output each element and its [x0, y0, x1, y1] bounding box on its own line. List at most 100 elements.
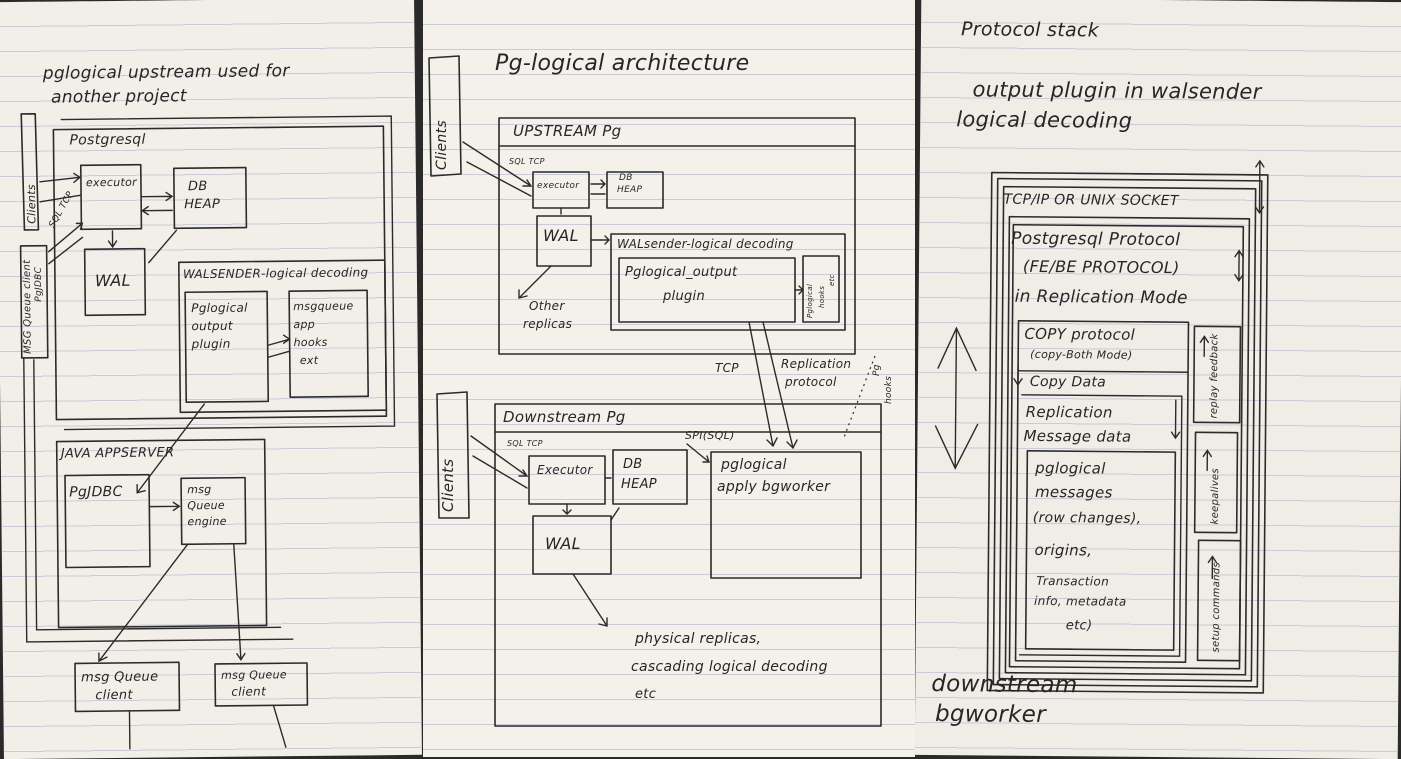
mq-client2-label-2: client: [231, 684, 267, 699]
db-heap-label-1: DB: [619, 173, 633, 183]
pglmsg-label-6: info, metadata: [1033, 593, 1127, 609]
db-heap-label-1: DB: [187, 179, 208, 195]
pglmsg-label-1: pglogical: [1035, 458, 1106, 478]
notebook-page-pglogical-upstream: pglogical upstream used for another proj…: [0, 0, 422, 759]
mq-client1-label-1: msg Queue: [81, 669, 159, 686]
pglogical-messages-box: [1024, 450, 1177, 651]
pglmsg-label-4: origins,: [1034, 540, 1093, 560]
mq-engine-label-2: Queue: [187, 498, 226, 513]
mq-hooks-label-4: ext: [299, 353, 319, 368]
mq-hooks-box: [288, 289, 369, 398]
spi-label: SPI(SQL): [685, 429, 735, 442]
clients-bottom-label: Clients: [439, 458, 457, 512]
wal-2-box: [532, 515, 612, 575]
apply-bgworker-box: [710, 451, 862, 579]
db-heap-box: [172, 166, 248, 230]
copy-label-2: (copy-Both Mode): [1030, 347, 1133, 362]
page3-sketch-lines: [934, 159, 1269, 694]
hooks-label-3: etc: [828, 274, 836, 286]
mq-engine-label-1: msg: [187, 482, 212, 497]
pgjdbc-box: [64, 473, 151, 569]
repmsg-label-2: Message data: [1023, 426, 1132, 446]
side-hooks-label-1: Pg: [872, 364, 882, 376]
outer-bracket-left: [23, 357, 294, 643]
plugin-label-3: plugin: [191, 336, 231, 352]
plugin-label-2: output: [191, 318, 233, 334]
notebook-page-protocol-stack: Protocol stack output plugin in walsende…: [914, 0, 1401, 759]
protocol-updown-arrow: [1234, 249, 1244, 282]
db-heap-box: [606, 171, 664, 209]
mq-hooks-label-3: hooks: [293, 335, 328, 350]
clients-top-label: Clients: [434, 120, 450, 170]
executor-box: [79, 163, 143, 231]
mq-hooks-label-2: app: [293, 317, 316, 332]
clients-top-box: [428, 55, 462, 177]
foot-label-1: physical replicas,: [635, 631, 762, 647]
pglmsg-label-7: etc): [1065, 618, 1093, 634]
keepalives-box: [1193, 431, 1239, 534]
page1-sketch-lines: [19, 113, 396, 750]
db-heap-2-box: [612, 449, 688, 505]
pgjdbc-side-label: PgJDBC: [33, 266, 45, 302]
mq-engine-box: [180, 476, 247, 546]
notebook-page-architecture: Pg-logical architecture Clients UPSTREAM…: [423, 0, 915, 757]
walsender-box: [177, 259, 388, 414]
wal-label: WAL: [543, 226, 579, 245]
java-appserver-label: JAVA APPSERVER: [60, 445, 175, 462]
page1-title-line1: pglogical upstream used for: [42, 61, 290, 84]
copy-protocol-box: [1014, 319, 1190, 664]
pg-protocol-label-1: Postgresql Protocol: [1011, 228, 1181, 251]
walsender-label: WALsender-logical decoding: [617, 237, 794, 251]
pg-protocol-label-2: (FE/BE PROTOCOL): [1022, 256, 1180, 278]
setup-up-arrow: [1207, 555, 1218, 580]
page3-title: Protocol stack: [960, 18, 1100, 42]
downstream-label-2: bgworker: [934, 701, 1047, 729]
db-heap-label-2: HEAP: [184, 196, 221, 213]
replication-label-2: protocol: [785, 375, 837, 389]
page2-title: Pg-logical architecture: [495, 51, 750, 76]
setup-commands-box: [1196, 539, 1242, 662]
replay-feedback-label: replay feedback: [1208, 333, 1221, 419]
tcp-label: TCP: [715, 361, 739, 375]
pglmsg-label-3: (row changes),: [1032, 509, 1142, 527]
apply-label-1: pglogical: [721, 457, 787, 473]
clients-side-box: [20, 113, 40, 231]
hooks-label-2: hooks: [818, 285, 826, 308]
copy-down-arrow: [1013, 364, 1023, 387]
downstream-label-1: downstream: [931, 671, 1078, 699]
apply-label-2: apply bgworker: [717, 479, 831, 495]
clients-label: Clients: [24, 184, 39, 224]
replay-feedback-box: [1192, 325, 1242, 424]
other-replicas-label-1: Other: [529, 299, 565, 313]
plugin-label-1: Pglogical_output: [625, 265, 738, 280]
other-replicas-label-2: replicas: [523, 317, 573, 331]
keepalive-up-arrow: [1202, 449, 1213, 472]
page1-title-line2: another project: [50, 86, 187, 108]
tcp-ip-label: TCP/IP OR UNIX SOCKET: [1003, 191, 1179, 210]
keepalives-label: keepalives: [1209, 468, 1222, 525]
pglmsg-label-2: messages: [1034, 482, 1113, 502]
hooks-label-1: Pglogical: [806, 283, 814, 318]
foot-label-3: etc: [635, 687, 657, 702]
nested-stack-outer-lines: [986, 171, 1269, 694]
copy-label-1: COPY protocol: [1024, 324, 1136, 344]
pglmsg-label-5: Transaction: [1036, 573, 1110, 589]
mq-client-box-1: [74, 661, 181, 713]
mq-client2-label-1: msg Queue: [221, 668, 287, 682]
page2-arrows: [462, 141, 876, 627]
page3-subtitle-1: output plugin in walsender: [972, 77, 1262, 104]
java-appserver-box: [55, 438, 268, 629]
wal-box: [536, 215, 592, 267]
executor-label: executor: [85, 175, 138, 190]
postgresql-label: Postgresql: [69, 131, 146, 149]
downstream-box: [494, 403, 882, 727]
downstream-label: Downstream Pg: [503, 408, 626, 426]
executor-label: executor: [537, 181, 580, 191]
page2-sketch-lines: [428, 55, 882, 727]
side-hooks-label-2: hooks: [884, 375, 894, 404]
msgqueue-client-side-box: [19, 244, 49, 359]
plugin-box: [184, 290, 270, 404]
pgjdbc-label: PgJDBC: [69, 483, 123, 501]
replay-up-arrow: [1199, 335, 1210, 358]
repmsg-label-1: Replication: [1025, 402, 1113, 422]
